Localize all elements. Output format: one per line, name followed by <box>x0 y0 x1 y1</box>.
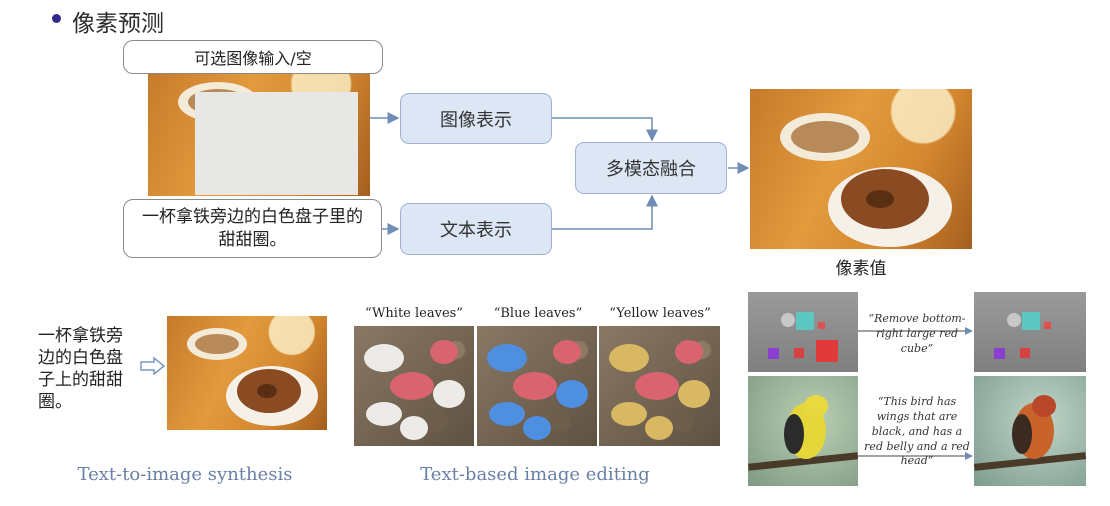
bird-before <box>748 376 858 486</box>
leaf-image-blue <box>477 326 597 446</box>
prompt-white-leaves: “White leaves” <box>365 306 463 321</box>
slide-title: 像素预测 <box>72 11 164 37</box>
leaf-image-white <box>354 326 474 446</box>
image-mask <box>195 92 358 195</box>
edit-prompt-bird: “This bird has wings that are black, and… <box>864 395 970 468</box>
prompt-blue-leaves: “Blue leaves” <box>493 306 583 321</box>
bullet-icon <box>52 14 61 23</box>
text-input-box: 一杯拿铁旁边的白色盘子里的甜甜圈。 <box>123 199 382 258</box>
multimodal-fusion-box: 多模态融合 <box>575 142 727 194</box>
optional-image-input-label: 可选图像输入/空 <box>123 40 383 74</box>
cube-scene-before <box>748 292 858 372</box>
t2i-prompt-text: 一杯拿铁旁边的白色盘子上的甜甜圈。 <box>38 326 123 413</box>
arrow-image-repr-to-fusion <box>552 117 658 142</box>
arrow-right-icon <box>140 357 166 375</box>
edit-prompt-cube: “Remove bottom-right large red cube” <box>868 312 966 355</box>
output-image <box>750 89 972 249</box>
text-representation-box: 文本表示 <box>400 203 552 255</box>
arrow-text-repr-to-fusion <box>552 194 658 230</box>
prompt-yellow-leaves: “Yellow leaves” <box>609 306 711 321</box>
output-caption: 像素值 <box>835 259 887 279</box>
cube-scene-after <box>974 292 1086 372</box>
leaf-image-yellow <box>599 326 720 446</box>
t2i-caption: Text-to-image synthesis <box>77 464 293 485</box>
image-representation-box: 图像表示 <box>400 93 552 144</box>
bird-after <box>974 376 1086 486</box>
t2i-generated-image <box>167 316 327 430</box>
edit-caption: Text-based image editing <box>420 464 650 485</box>
